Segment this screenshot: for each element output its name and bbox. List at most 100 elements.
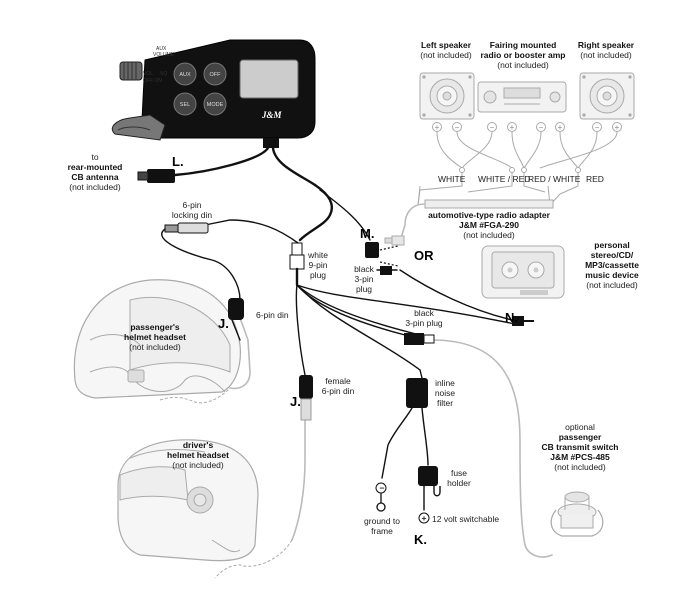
passenger-label-1: passenger's [130,322,180,332]
speaker-terminals [432,122,622,132]
wire-red-white-label: RED / WHITE [528,174,581,184]
svg-text:AUX: AUX [156,46,167,52]
female-din-label-1: female [325,376,351,386]
passenger-label-2: helmet headset [124,332,186,342]
svg-text:SEL: SEL [180,102,190,108]
nine-pin-label-2: 9-pin [309,260,328,270]
fairing-radio [477,81,567,113]
letter-j: J. [290,394,301,409]
svg-text:VOLUME: VOLUME [153,52,175,58]
ptt-label-3: J&M #PCS-485 [550,452,610,462]
wire-white-label: WHITE [438,174,466,184]
inline-filter-label-1: inline [435,378,455,388]
volume-knob[interactable] [119,61,143,81]
driver-label-2: helmet headset [167,450,229,460]
or-connector-arrows [379,245,399,267]
letter-n: N. [505,310,518,325]
not-included-label: (not included) [172,460,224,470]
ground-label-1: ground to [364,516,400,526]
fairing-label-1: Fairing mounted [490,40,557,50]
wire-white-red-label: WHITE / RED [478,174,530,184]
ptt-label-2: CB transmit switch [542,442,619,452]
twelve-volt-plus-sign: + [422,513,427,523]
adapter-label-1: automotive-type radio adapter [428,210,551,220]
right-speaker [579,72,635,120]
not-included-label: (not included) [129,342,181,352]
not-included-label: (not included) [586,280,638,290]
driver-label-1: driver's [183,440,214,450]
cb-to-label: to [91,152,98,162]
cb-label-1: rear-mounted [68,162,123,172]
terminal-minus: − [539,123,544,132]
jm-logo: J&M [261,110,283,120]
fairing-label-2: radio or booster amp [480,50,565,60]
letter-m: M. [360,226,374,241]
ptt-label-1: passenger [559,432,602,442]
main-harness [137,138,534,524]
personal-label-3: MP3/cassette [585,260,639,270]
nine-pin-label-3: plug [310,270,326,280]
adapter-label-2: J&M #FGA-290 [459,220,519,230]
svg-text:OFF: OFF [210,72,222,78]
svg-text:AUX: AUX [179,72,191,78]
terminal-plus: + [615,123,620,132]
cb-label-2: CB antenna [71,172,119,182]
device-buttons: AUX OFF SEL MODE [173,62,227,116]
terminal-minus: − [595,123,600,132]
terminal-plus: + [435,123,440,132]
not-included-label: (not included) [580,50,632,60]
black-3pin-label-3: plug [356,284,372,294]
six-pin-label-1: 6-pin [183,200,202,210]
fuse-label-1: fuse [451,468,467,478]
black-3pin-plug-label-1: black [414,308,435,318]
twelve-volt-label: 12 volt switchable [432,514,499,524]
nine-pin-label-1: white [307,250,328,260]
or-label: OR [414,248,434,263]
inline-filter-label-3: filter [437,398,453,408]
left-speaker [419,72,475,120]
right-speaker-label: Right speaker [578,40,635,50]
six-pin-din-label: 6-pin din [256,310,289,320]
left-speaker-label: Left speaker [421,40,472,50]
wire-red-label: RED [586,174,604,184]
svg-text:SQ: SQ [160,71,167,77]
letter-j: J. [218,316,229,331]
personal-label-4: music device [585,270,639,280]
terminal-plus: + [510,123,515,132]
personal-label-1: personal [594,240,629,250]
personal-label-2: stereo/CD/ [591,250,634,260]
female-din-label-2: 6-pin din [322,386,355,396]
inline-filter-label-2: noise [435,388,456,398]
personal-stereo [481,245,565,299]
letter-k: K. [414,532,427,547]
not-included-label: (not included) [497,60,549,70]
svg-text:VOL: VOL [143,71,153,77]
jm-main-unit: AUX OFF SEL MODE J&M [111,39,316,141]
radio-adapter [384,185,554,246]
black-3pin-plug-label-2: 3-pin plug [405,318,443,328]
black-3pin-label-2: 3-pin [355,274,374,284]
not-included-label: (not included) [463,230,515,240]
speaker-wiring [417,131,618,206]
ground-minus-sign: − [380,483,385,493]
ground-label-2: frame [371,526,393,536]
terminal-minus: − [490,123,495,132]
black-3pin-label-1: black [354,264,375,274]
fuse-label-2: holder [447,478,471,488]
passenger-helmet [73,279,241,399]
cb-transmit-switch [431,339,604,558]
driver-cord [214,419,306,579]
six-pin-label-2: locking din [172,210,212,220]
svg-text:MODE: MODE [207,102,224,108]
terminal-minus: − [455,123,460,132]
svg-text:OFF ON: OFF ON [143,78,162,84]
passenger-cord [159,317,251,404]
letter-l: L. [172,154,184,169]
terminal-plus: + [558,123,563,132]
not-included-label: (not included) [69,182,121,192]
optional-label: optional [565,422,595,432]
not-included-label: (not included) [554,462,606,472]
driver-helmet [117,439,259,562]
not-included-label: (not included) [420,50,472,60]
